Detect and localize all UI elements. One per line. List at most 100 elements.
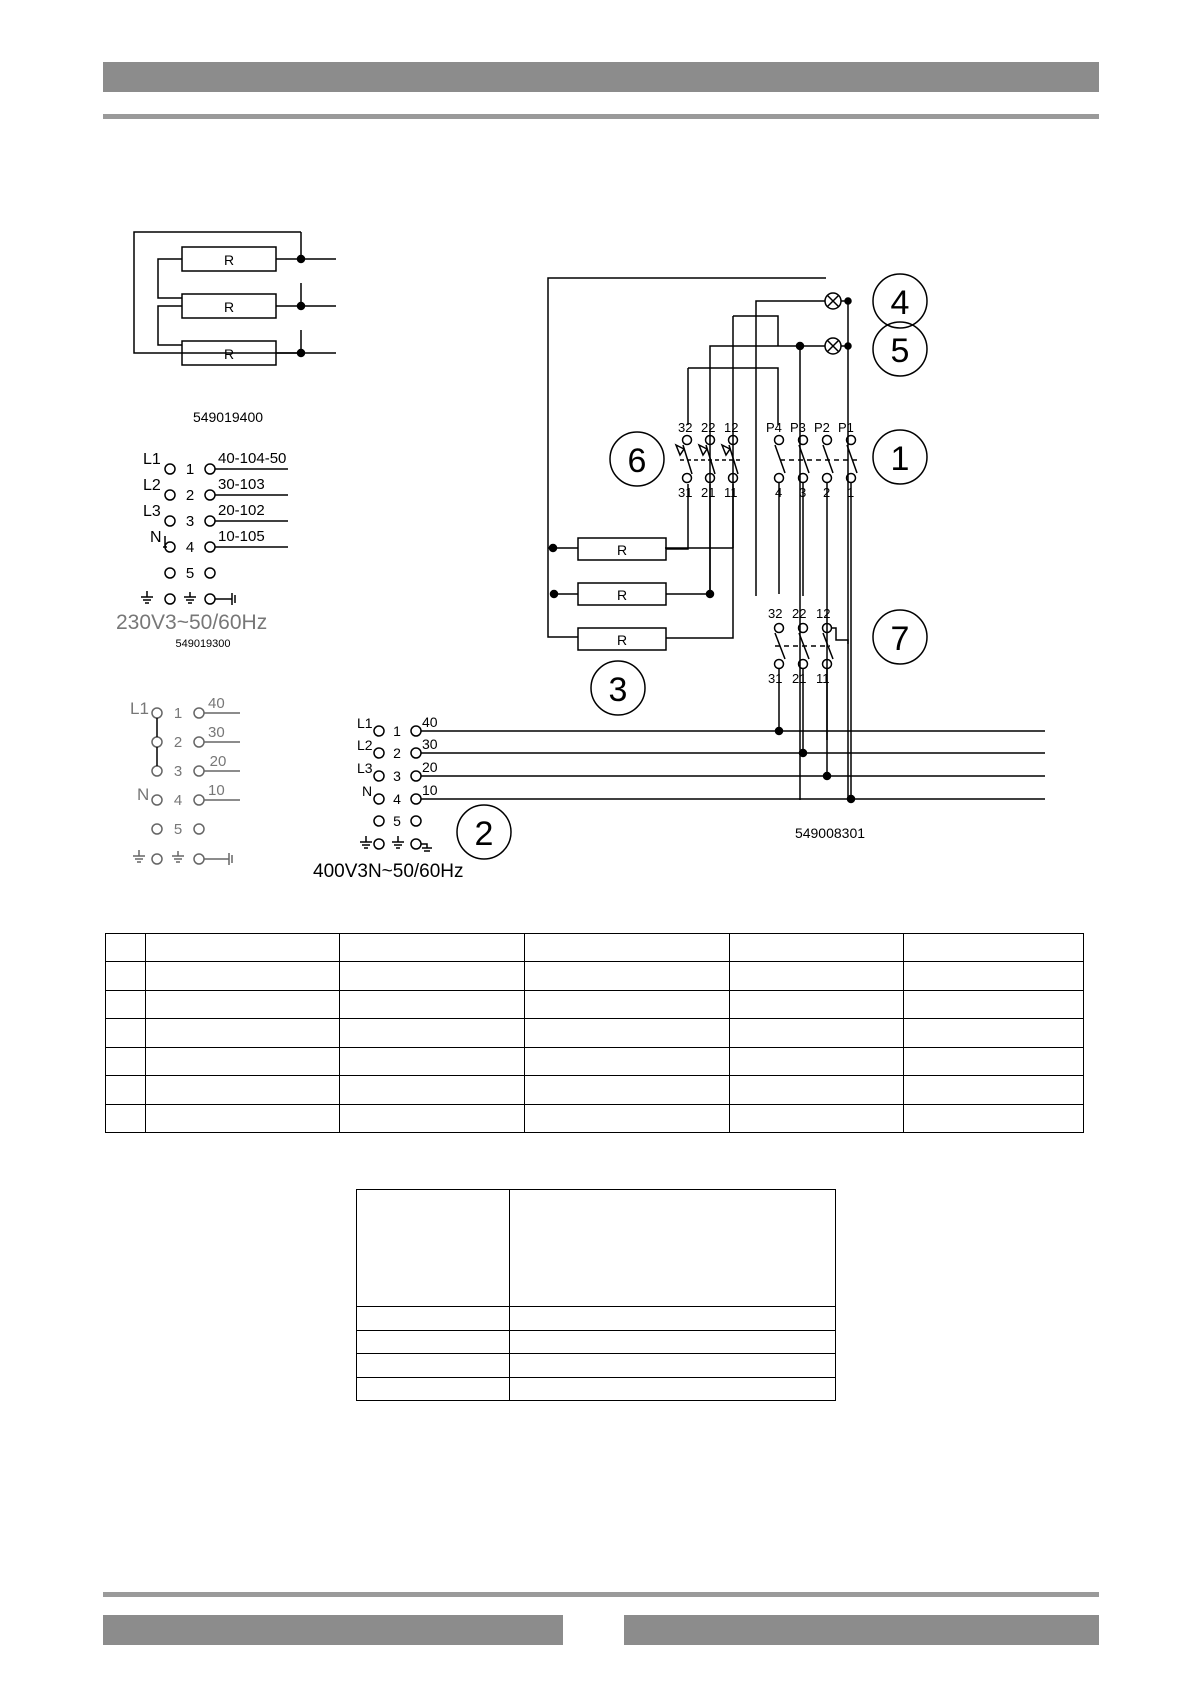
wire-code: 20: [422, 759, 438, 775]
line-label: L1: [143, 451, 161, 468]
wire-code: 10: [422, 782, 438, 798]
footer-bar-right: [624, 1615, 1099, 1645]
terminal-number: 4: [186, 539, 194, 556]
table-row: [105, 1075, 1084, 1105]
supply-terminal-block: L1 L2 L3 N 1 2 3 4 5 40 30 20 10 400V3N~…: [313, 714, 464, 882]
callout-2: 2: [456, 804, 512, 860]
part-number: 549008301: [795, 825, 865, 841]
contact-label: 11: [816, 671, 830, 686]
line-label: L2: [143, 477, 161, 494]
svg-text:6: 6: [628, 442, 647, 480]
terminal-number: 4: [393, 791, 401, 807]
terminal-number: 4: [174, 792, 182, 809]
wire-code: 40: [422, 714, 438, 730]
callout-4: 4: [872, 273, 928, 329]
switch-6: 32 22 12 31 21 11: [674, 420, 740, 500]
line-label: L3: [143, 503, 161, 520]
earth-icon: [133, 850, 233, 865]
resistor-label: R: [224, 252, 234, 268]
terminal-number: 3: [393, 768, 401, 784]
contact-label: 21: [792, 671, 806, 686]
terminal-number: 5: [174, 821, 182, 838]
part-number: 549019300: [175, 638, 230, 650]
line-label: L2: [357, 737, 373, 753]
callout-7: 7: [872, 609, 928, 665]
line-label: N: [137, 785, 149, 804]
main-schematic: R R R 32 22 12 31 21 11 P4 P3: [313, 273, 1045, 882]
line-label: L1: [357, 715, 373, 731]
part-number: 549019400: [193, 409, 263, 425]
wire-code: 30-103: [218, 476, 265, 493]
contact-label: 32: [768, 606, 782, 621]
svg-text:7: 7: [891, 620, 910, 658]
terminal-number: 5: [186, 565, 194, 582]
footer-rule: [103, 1592, 1099, 1597]
svg-text:4: 4: [891, 284, 910, 322]
resistor-label: R: [617, 542, 627, 558]
resistor-label: R: [224, 346, 234, 362]
spec-table: [105, 932, 1084, 1134]
wire-code: 30: [208, 724, 225, 741]
resistor-c: [181, 340, 277, 366]
wire-code: 10: [208, 782, 225, 799]
supply-voltage: 230V3~50/60Hz: [116, 611, 267, 634]
terminal-number: 1: [186, 461, 194, 478]
contact-label: 22: [701, 420, 715, 435]
terminal-number: 2: [186, 487, 194, 504]
svg-text:3: 3: [609, 671, 628, 709]
footer-bar-left: [103, 1615, 563, 1645]
contact-label: 12: [816, 606, 830, 621]
supply-voltage: 400V3N~50/60Hz: [313, 861, 464, 882]
header-bar: [103, 62, 1099, 92]
switch-1: P4 P3 P2 P1 4 3 2 1: [766, 420, 860, 800]
line-label: N: [362, 783, 372, 799]
earth-icon: [141, 591, 236, 605]
lamp-icon: [824, 292, 842, 310]
table-row: [105, 989, 1084, 1020]
resistor-a: [181, 246, 277, 272]
callout-6: 6: [609, 431, 665, 487]
wire-code: 40: [208, 695, 225, 712]
resistor-label: R: [617, 632, 627, 648]
wire-code: 10-105: [218, 528, 265, 545]
callout-3: 3: [590, 660, 646, 716]
line-label: L1: [130, 699, 149, 718]
contact-label: P1: [838, 420, 854, 435]
switch-7: 32 22 12 31 21 11: [768, 606, 849, 776]
top-resistor-schematic: R R R 549019400: [133, 231, 336, 425]
table-row: [105, 1018, 1084, 1048]
svg-text:2: 2: [475, 815, 494, 853]
contact-label: 22: [792, 606, 806, 621]
wire-code: 40-104-50: [218, 450, 286, 467]
callout-1: 1: [872, 429, 928, 485]
contact-label: 31: [768, 671, 782, 686]
contact-label: 11: [724, 485, 738, 500]
table-row: [356, 1353, 837, 1378]
lamp-icon: [824, 337, 842, 355]
contact-label: 32: [678, 420, 692, 435]
terminal-number: 2: [174, 734, 182, 751]
line-label: L3: [357, 760, 373, 776]
resistor-label: R: [224, 299, 234, 315]
contact-label: 12: [724, 420, 738, 435]
legend-table: [356, 1189, 837, 1401]
table-row: [105, 1103, 1084, 1134]
contact-label: P4: [766, 420, 782, 435]
table-row: [105, 961, 1084, 991]
table-row: [356, 1376, 837, 1401]
resistor-b: [181, 293, 277, 319]
table-row: [356, 1189, 837, 1307]
wire-code: 20: [210, 753, 227, 770]
terminal-number: 3: [186, 513, 194, 530]
contact-label: P3: [790, 420, 806, 435]
table-row: [356, 1329, 837, 1354]
header-rule: [103, 114, 1099, 119]
resistor-3: [577, 627, 667, 651]
terminal-block-bridged: L1 N 1 2 3 4 5 40 30 20 10: [130, 695, 240, 865]
contact-label: 31: [678, 485, 692, 500]
line-label: N: [150, 529, 162, 546]
terminal-block-230v: L1 L2 L3 N 1 2 3 4 5 40-104-50 30-103 20…: [116, 450, 288, 650]
callout-5: 5: [872, 321, 928, 377]
wire-code: 20-102: [218, 502, 265, 519]
